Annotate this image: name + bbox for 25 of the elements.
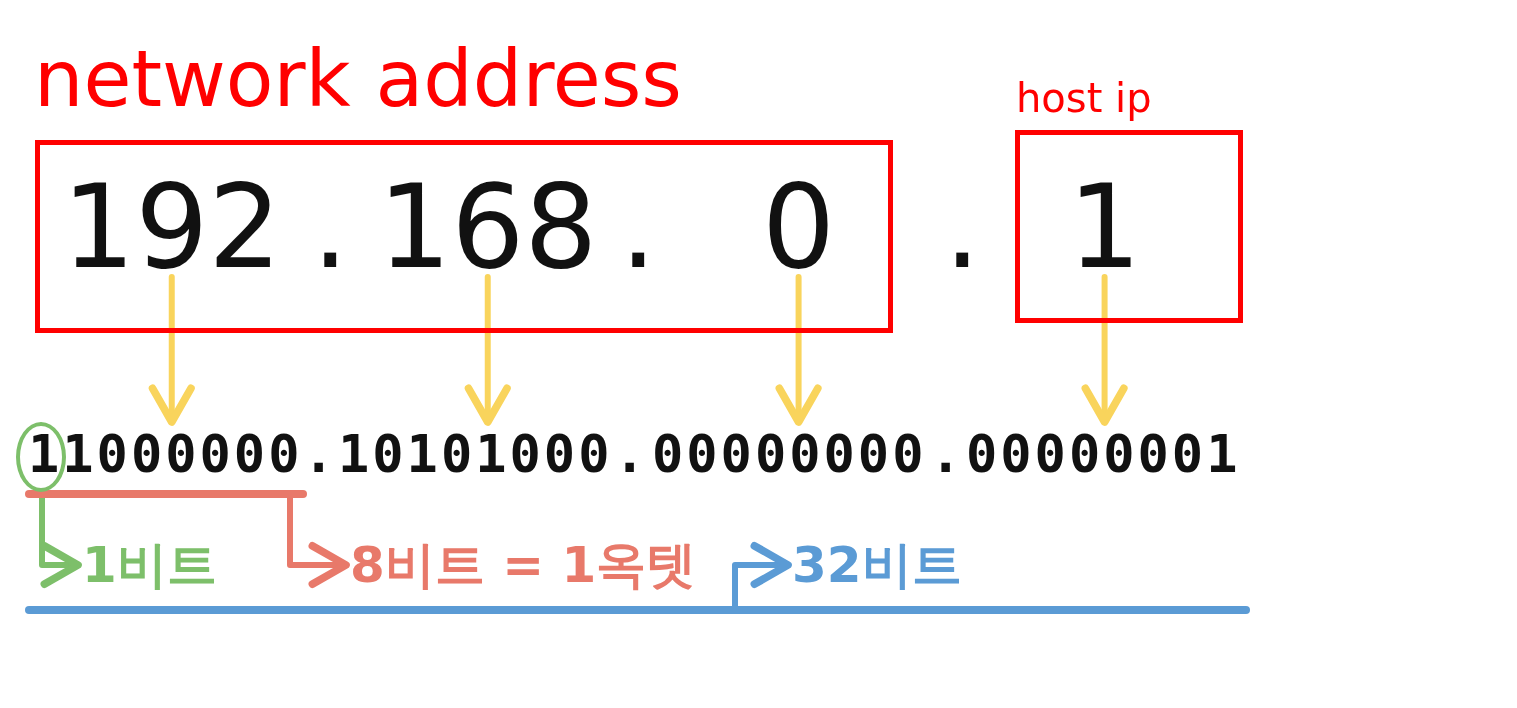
binary-octet: 00000001 — [966, 428, 1241, 480]
binary-octet: 00000000 — [652, 428, 927, 480]
binary-octet: 10101000 — [338, 428, 613, 480]
arrow — [732, 541, 792, 609]
underline-bar — [25, 490, 307, 498]
arrow — [148, 274, 195, 426]
box-heading: network address — [34, 40, 682, 118]
decimal-number: 168 — [378, 170, 598, 285]
decimal-number: 1 — [1068, 170, 1142, 285]
arrow — [1081, 274, 1128, 426]
arrow — [287, 495, 350, 589]
dot-separator: . — [930, 428, 962, 480]
decimal-number: 0 — [762, 170, 836, 285]
dot-separator: . — [303, 428, 335, 480]
bit-label: 32비트 — [792, 540, 962, 590]
bit-label: 1비트 — [82, 540, 217, 590]
dot-separator: . — [620, 170, 657, 285]
decimal-number: 192 — [62, 170, 282, 285]
dot-separator: . — [614, 428, 646, 480]
underline-bar — [25, 606, 1250, 614]
dot-separator: . — [944, 170, 981, 285]
dot-separator: . — [312, 170, 349, 285]
bit-label: 8비트 = 1옥텟 — [350, 540, 697, 590]
arrow — [464, 274, 511, 426]
arrow — [775, 274, 822, 426]
